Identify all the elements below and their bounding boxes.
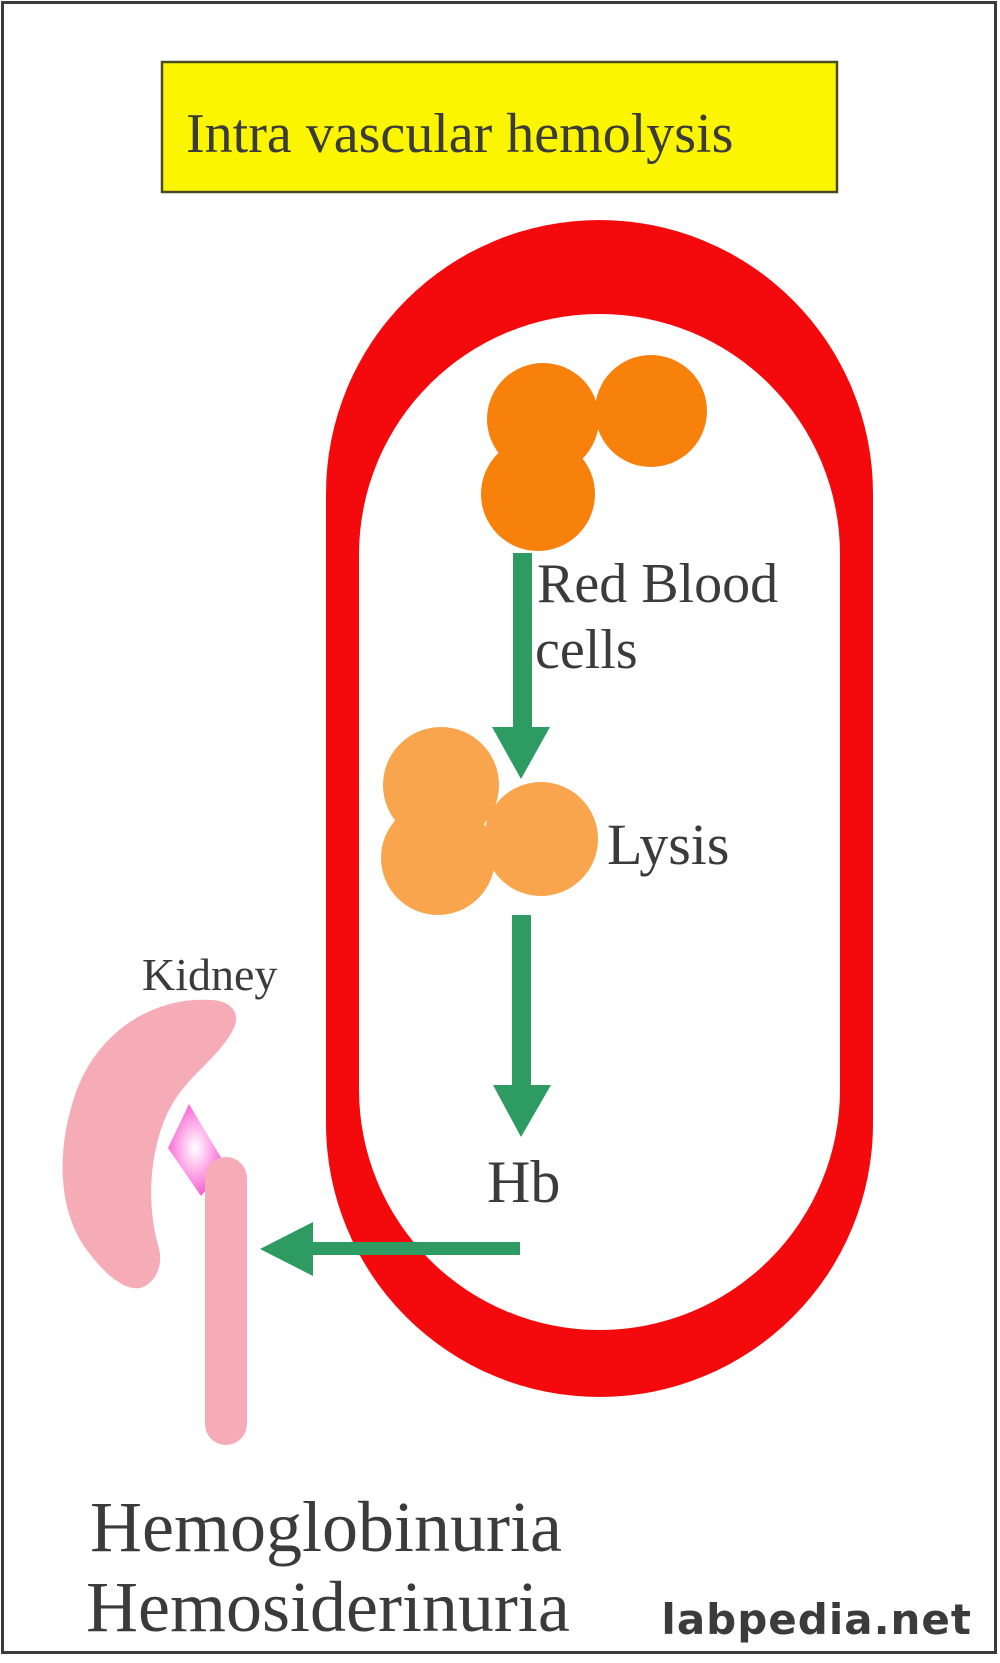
label-red-blood-line1: Red Blood [537, 553, 778, 615]
ureter-shape [205, 1157, 247, 1445]
arrow-head-left-icon [260, 1222, 313, 1276]
rbc-cell [481, 437, 595, 551]
arrow-head-down-icon [492, 727, 550, 779]
label-lysis: Lysis [607, 812, 730, 877]
diagram-title: Intra vascular hemolysis [186, 103, 733, 165]
label-red-blood-line2: cells [535, 619, 638, 681]
label-hemosiderinuria: Hemosiderinuria [86, 1567, 570, 1647]
lysed-rbc-cell [381, 801, 495, 915]
blood-vessel-lumen [359, 314, 840, 1330]
arrow-rbc-to-lysis [492, 553, 550, 779]
arrow-hb-to-kidney [260, 1222, 520, 1276]
arrow-shaft [310, 1242, 520, 1255]
label-hemoglobinuria: Hemoglobinuria [90, 1487, 562, 1567]
arrow-head-down-icon [493, 1085, 551, 1137]
rbc-cell [595, 355, 707, 467]
lysed-rbc-cluster [381, 727, 598, 915]
label-hb: Hb [487, 1149, 560, 1215]
rbc-cluster [481, 355, 707, 551]
kidney-shape [62, 999, 237, 1289]
lysed-rbc-cell [484, 782, 598, 896]
arrow-shaft [512, 915, 531, 1087]
arrow-shaft [513, 553, 532, 731]
watermark-labpedia: labpedia.net [661, 1595, 972, 1644]
arrow-lysis-to-hb [493, 915, 551, 1137]
title-box [160, 60, 839, 194]
label-kidney: Kidney [142, 949, 277, 1000]
